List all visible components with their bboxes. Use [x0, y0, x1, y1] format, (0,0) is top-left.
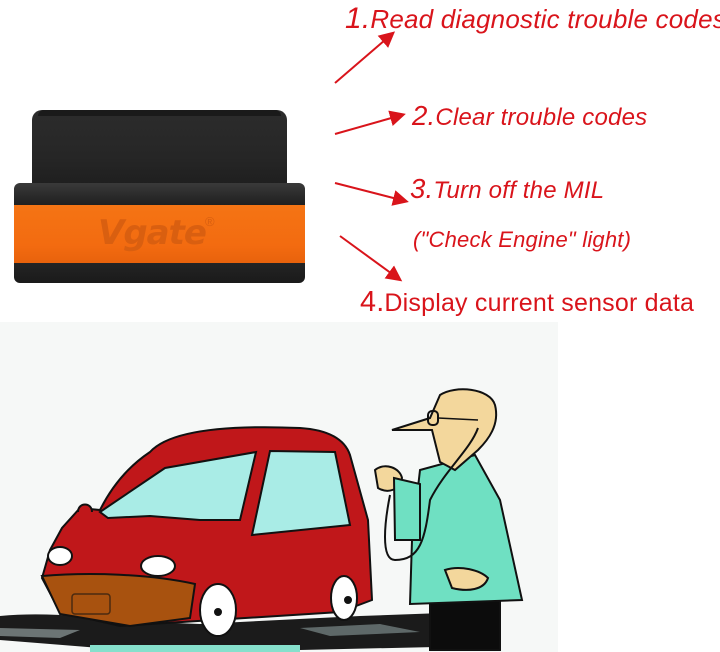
arrow-4-icon [339, 235, 403, 282]
registered-mark: ® [205, 214, 215, 229]
arrow-2-icon [334, 110, 406, 135]
feature-turn-off-mil: 3.Turn off the MIL [410, 173, 605, 204]
doctor-car-illustration [0, 388, 524, 652]
feature-mil-note: ("Check Engine" light) [413, 227, 632, 252]
device-connector-rim [38, 110, 281, 116]
arrow-3-icon [334, 182, 409, 206]
feature-sensor-data: 4.Display current sensor data [360, 286, 695, 318]
arrows [334, 31, 409, 282]
red-car-icon [40, 426, 374, 637]
feature-read-codes: 1.Read diagnostic trouble codes [345, 2, 720, 35]
device-band-top [14, 183, 305, 205]
arrow-1-icon [334, 31, 396, 84]
doctor-icon [373, 388, 524, 651]
device-band-bottom [14, 263, 305, 283]
device-orange-band [14, 205, 305, 263]
device-connector-body [32, 110, 287, 188]
feature-clear-codes: 2.Clear trouble codes [412, 100, 648, 131]
brand-logo: Vgate [98, 213, 207, 253]
